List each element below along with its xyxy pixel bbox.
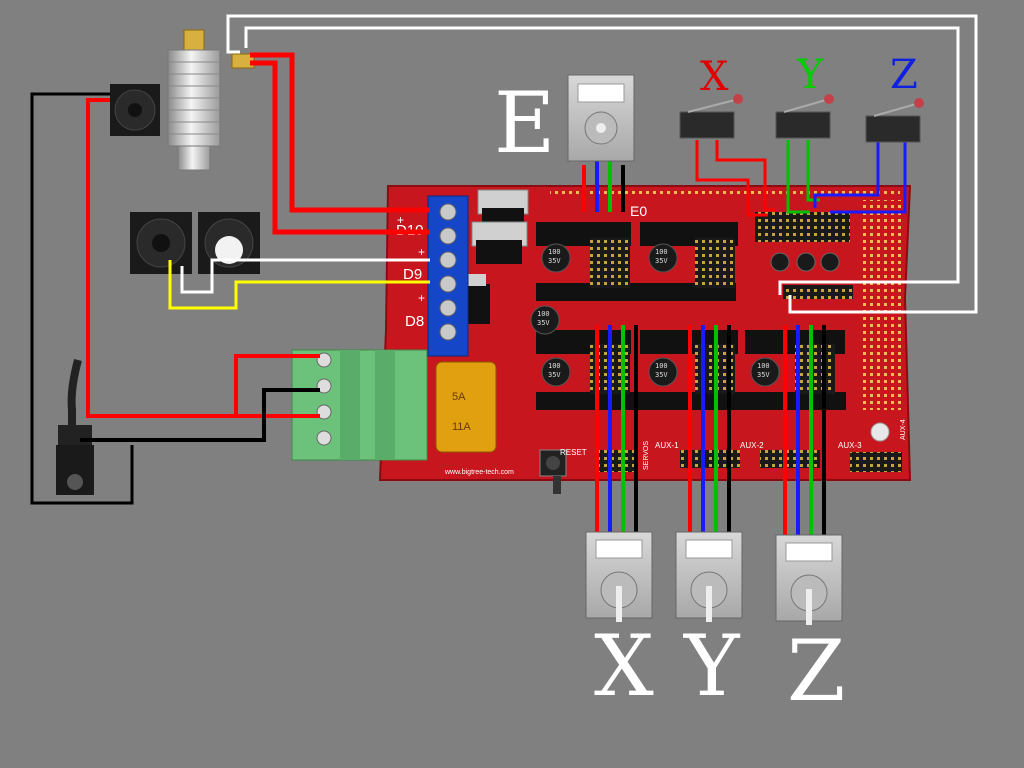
small-capacitor <box>820 252 840 272</box>
green-power-terminal <box>291 349 428 461</box>
d10-plus-label: + <box>397 213 404 227</box>
capacitor: 100 35V <box>541 357 571 387</box>
cap-value: 100 <box>655 248 668 256</box>
endstop-x-label: X <box>700 54 729 100</box>
endstop-y <box>775 94 834 139</box>
dc-power-jack <box>56 358 94 495</box>
cap-voltage: 35V <box>655 257 668 265</box>
small-capacitor <box>796 252 816 272</box>
brand-label: www.bigtree-tech.com <box>444 469 514 476</box>
hotend <box>167 29 255 171</box>
aux1-header <box>680 450 740 468</box>
i2c-header <box>783 285 853 299</box>
d8-label: D8 <box>405 313 424 330</box>
capacitor: 100 35V <box>530 305 560 335</box>
endstop-z <box>865 98 924 143</box>
z-jumper-block <box>795 344 835 394</box>
servos-label: SERVOS <box>643 441 650 470</box>
part-cooling-fan <box>130 212 192 274</box>
fuse-5a-label: 5A <box>452 391 466 403</box>
e0-jumper-block <box>590 238 630 288</box>
right-header-columns <box>860 200 902 410</box>
cap-voltage: 35V <box>655 371 668 379</box>
motor-y-label: Y <box>683 617 741 715</box>
cap-voltage: 35V <box>548 371 561 379</box>
aux3-label: AUX-3 <box>838 441 862 450</box>
reset-plunger <box>553 476 561 494</box>
extruder-motor-label: E <box>494 74 555 172</box>
aux1-label: AUX-1 <box>655 441 679 450</box>
stepper-motor-z <box>775 534 843 625</box>
aux3-header <box>850 452 902 472</box>
top-header-row <box>550 190 900 197</box>
stepper-motor-y <box>675 531 743 622</box>
status-led <box>870 422 890 442</box>
servos-header <box>595 450 635 472</box>
endstop-z-label: Z <box>890 52 918 98</box>
endstop-header <box>755 212 850 242</box>
cap-value: 100 <box>548 362 561 370</box>
stepper-motor-e <box>567 74 635 162</box>
cap-value: 100 <box>757 362 770 370</box>
cap-value: 100 <box>548 248 561 256</box>
cap-value: 100 <box>537 310 550 318</box>
aux4-label: AUX-4 <box>900 419 907 440</box>
e1-jumper-block <box>695 238 735 288</box>
stepper-motor-x <box>585 531 653 622</box>
capacitor: 100 35V <box>648 357 678 387</box>
endstop-x <box>679 94 743 139</box>
motor-z-label: Z <box>787 622 845 720</box>
hotend-fan <box>110 84 160 136</box>
motor-x-label: X <box>594 617 654 715</box>
blue-screw-terminal <box>427 195 469 357</box>
mosfet-d9 <box>471 221 528 264</box>
aux2-label: AUX-2 <box>740 441 764 450</box>
wires <box>30 14 978 535</box>
e0-label: E0 <box>630 203 647 219</box>
cap-voltage: 35V <box>548 257 561 265</box>
cap-voltage: 35V <box>757 371 770 379</box>
d9-plus-label: + <box>418 245 425 259</box>
aux2-header <box>760 450 820 468</box>
endstop-y-label: Y <box>796 52 824 98</box>
fuse-11a-label: 11A <box>452 421 471 433</box>
d9-label: D9 <box>403 266 422 283</box>
capacitor: 100 35V <box>648 243 678 273</box>
fuse-block <box>435 361 497 453</box>
d8-plus-label: + <box>418 291 425 305</box>
cap-voltage: 35V <box>537 319 550 327</box>
small-capacitor <box>770 252 790 272</box>
capacitor: 100 35V <box>750 357 780 387</box>
board-fan <box>198 212 260 274</box>
capacitor: 100 35V <box>541 243 571 273</box>
reset-button[interactable] <box>539 449 567 494</box>
reset-label: RESET <box>560 448 587 457</box>
cap-value: 100 <box>655 362 668 370</box>
